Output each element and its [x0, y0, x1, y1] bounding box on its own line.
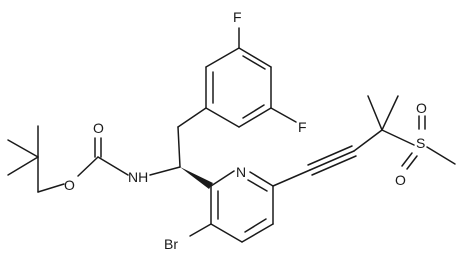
- atom-o-ester: O: [64, 177, 75, 193]
- alkyne-bond: [309, 150, 355, 171]
- bond: [97, 156, 129, 176]
- bond: [37, 183, 65, 193]
- bond: [177, 126, 181, 168]
- bond: [177, 107, 207, 128]
- bond: [7, 139, 39, 158]
- atom-s: S: [416, 135, 425, 151]
- bond: [426, 146, 456, 165]
- bond: [353, 129, 383, 152]
- bond: [241, 223, 274, 243]
- bonds: [7, 27, 456, 243]
- bond: [272, 169, 311, 187]
- bond: [205, 47, 240, 68]
- bond: [247, 179, 268, 192]
- atom-o-sulfonyl-bottom: O: [395, 172, 406, 188]
- bond: [249, 171, 274, 187]
- bond: [406, 155, 418, 170]
- atom-n-pyridine: N: [236, 164, 246, 180]
- atom-o-sulfonyl-top: O: [416, 100, 427, 116]
- bond: [205, 107, 240, 128]
- bond: [367, 95, 383, 131]
- atom-nh: NH: [128, 169, 148, 185]
- bond: [149, 166, 181, 176]
- bond: [244, 218, 267, 233]
- bond: [242, 104, 265, 119]
- atom-labels: F F N Br NH O O S O O: [64, 9, 427, 252]
- bond: [242, 55, 266, 70]
- atom-br: Br: [164, 236, 178, 252]
- alkyne-bond: [307, 145, 353, 166]
- bond: [210, 170, 235, 187]
- bond: [210, 223, 243, 243]
- bond: [270, 107, 297, 123]
- bond: [381, 129, 415, 146]
- alkyne-bond: [311, 155, 357, 176]
- atom-f-right: F: [298, 119, 307, 135]
- bond: [238, 107, 272, 128]
- bond: [238, 47, 272, 68]
- wedge-bond: [180, 167, 213, 189]
- bond: [77, 156, 99, 177]
- bond: [189, 223, 212, 237]
- atom-o-carbonyl: O: [93, 120, 104, 136]
- atom-f-top: F: [233, 9, 242, 25]
- bond: [401, 152, 413, 167]
- bond: [7, 156, 39, 176]
- bond: [381, 95, 399, 131]
